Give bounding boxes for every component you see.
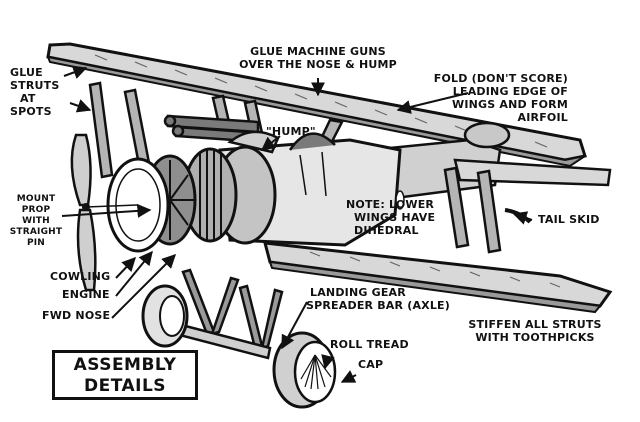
stiffen-line-1: STIFFEN ALL STRUTS — [468, 318, 602, 331]
glue-struts-label: GLUE STRUTS AT SPOTS — [10, 66, 59, 118]
fold-line-2: LEADING EDGE OF — [452, 85, 568, 98]
title-line-2: DETAILS — [83, 376, 167, 396]
mount-prop-label: MOUNT PROP WITH STRAIGHT PIN — [6, 194, 66, 249]
roll-tread-label: ROLL TREAD — [330, 338, 409, 351]
machine-guns — [163, 114, 280, 154]
engine-cowling — [106, 145, 277, 253]
propeller — [70, 133, 139, 292]
landing-gear-line-2: SPREADER BAR (AXLE) — [306, 299, 450, 312]
mount-prop-line-5: PIN — [26, 238, 46, 248]
mount-prop-line-4: STRAIGHT — [9, 227, 63, 237]
glue-guns-line-1: GLUE MACHINE GUNS — [250, 45, 386, 58]
landing-gear — [166, 268, 284, 360]
cap-label: CAP — [358, 358, 384, 371]
glue-guns-line-2: OVER THE NOSE & HUMP — [239, 58, 397, 71]
leader-lines — [61, 65, 533, 383]
mount-prop-line-2: PROP — [21, 205, 51, 215]
assembly-details-title-box: ASSEMBLY DETAILS — [52, 350, 198, 400]
fold-line-3: WINGS AND FORM — [452, 98, 568, 111]
stiffen-struts-label: STIFFEN ALL STRUTS WITH TOOTHPICKS — [454, 318, 616, 344]
landing-gear-line-1: LANDING GEAR — [310, 286, 406, 299]
lower-wings-line-1: NOTE: LOWER — [346, 198, 435, 211]
fwd-nose-label: FWD NOSE — [42, 309, 111, 322]
lower-wings-note: NOTE: LOWER WINGS HAVE DIHEDRAL — [346, 198, 435, 237]
title-line-1: ASSEMBLY — [73, 355, 177, 375]
hump-label: "HUMP" — [266, 125, 316, 138]
lower-wings-line-2: WINGS HAVE — [354, 211, 436, 224]
glue-struts-line-1: GLUE — [10, 66, 43, 79]
fold-leading-edge-label: FOLD (DON'T SCORE) LEADING EDGE OF WINGS… — [420, 72, 568, 124]
lower-wing — [262, 241, 613, 314]
landing-gear-label: LANDING GEAR SPREADER BAR (AXLE) — [306, 286, 450, 312]
cowling-label: COWLING — [50, 270, 111, 283]
stiffen-line-2: WITH TOOTHPICKS — [475, 331, 595, 344]
glue-struts-line-3: AT — [20, 92, 36, 105]
glue-struts-line-4: SPOTS — [10, 105, 52, 118]
glue-guns-label: GLUE MACHINE GUNS OVER THE NOSE & HUMP — [232, 45, 404, 71]
lower-wings-line-3: DIHEDRAL — [354, 224, 419, 237]
wheel-left — [141, 284, 189, 348]
engine-label: ENGINE — [62, 288, 110, 301]
mount-prop-line-1: MOUNT — [16, 194, 56, 204]
fold-line-1: FOLD (DON'T SCORE) — [433, 72, 568, 85]
tail-skid-label: TAIL SKID — [538, 213, 600, 226]
fold-line-4: AIRFOIL — [517, 111, 568, 124]
mount-prop-line-3: WITH — [22, 216, 50, 226]
glue-struts-line-2: STRUTS — [10, 79, 60, 92]
